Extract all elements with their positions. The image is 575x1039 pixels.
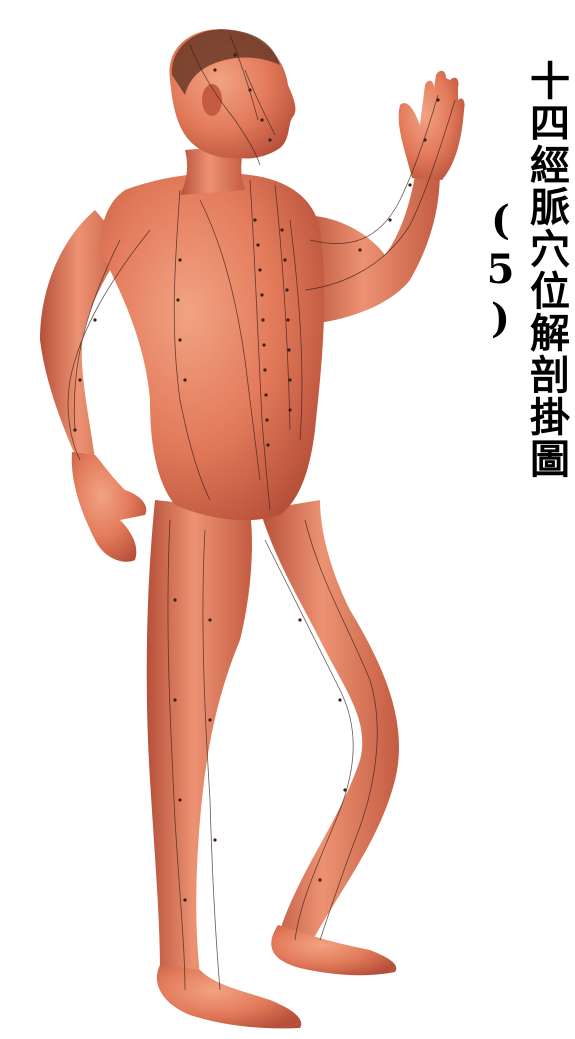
head [169, 29, 295, 195]
ear [202, 84, 222, 116]
chart-title-text: 十四經脈穴位解剖掛圖 [523, 60, 570, 480]
legs [147, 500, 399, 1028]
raised-arm [300, 71, 465, 325]
plate-number: (5) [477, 60, 523, 480]
chart-title: 十四經脈穴位解剖掛圖 (5) [523, 60, 569, 480]
